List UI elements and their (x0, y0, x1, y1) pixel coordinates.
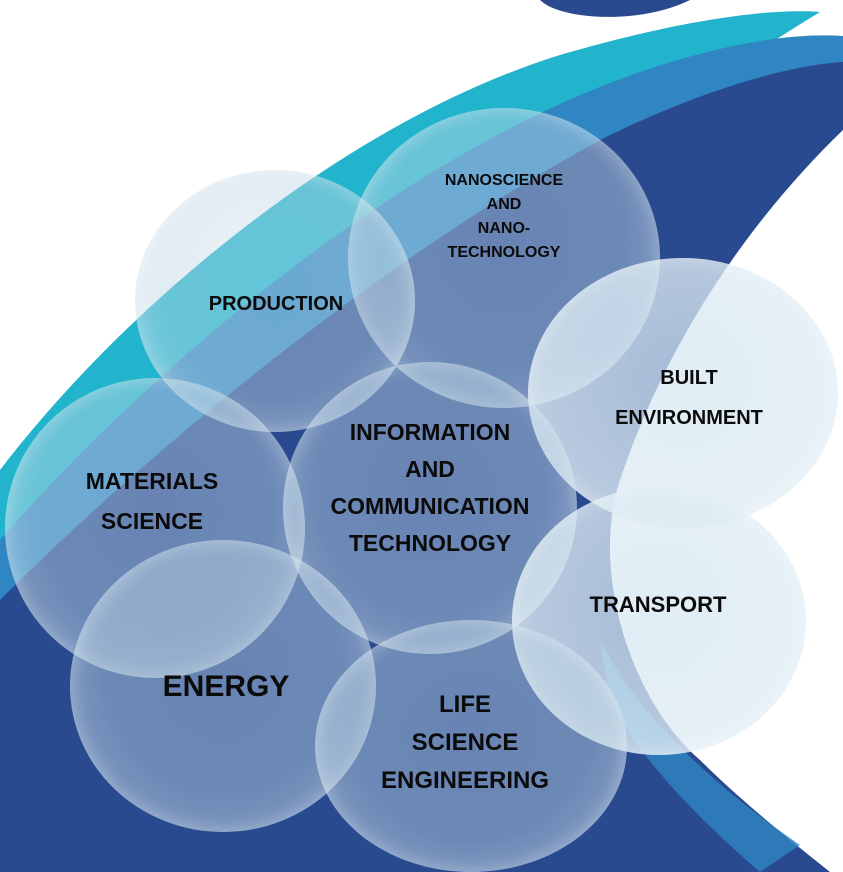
label-energy: ENERGY (126, 668, 326, 706)
label-line: LIFE (439, 691, 491, 718)
label-line: SCIENCE (411, 729, 519, 756)
label-line: COMMUNICATION (330, 493, 530, 519)
label-line: INFORMATION (349, 419, 511, 445)
label-ict: INFORMATION AND COMMUNICATION TECHNOLOGY (298, 414, 562, 562)
top-oval-shape (540, 0, 690, 17)
label-line: TECHNOLOGY (348, 530, 512, 556)
label-built-environment: BUILT ENVIRONMENT (579, 358, 799, 438)
bubble-built-environment (528, 258, 838, 528)
label-materials-science: MATERIALS SCIENCE (52, 461, 252, 541)
label-line: AND (405, 456, 455, 482)
label-line: NANO- (477, 220, 531, 237)
label-nanoscience: NANOSCIENCE AND NANO- TECHNOLOGY (404, 169, 604, 265)
label-line: TRANSPORT (589, 592, 727, 617)
label-line: BUILT (660, 367, 718, 389)
label-life-science: LIFE SCIENCE ENGINEERING (355, 686, 575, 800)
label-production: PRODUCTION (176, 291, 376, 317)
label-line: PRODUCTION (208, 293, 344, 315)
bubble-life-science (315, 620, 627, 872)
label-line: MATERIALS (85, 468, 219, 494)
label-line: TECHNOLOGY (447, 244, 561, 261)
label-line: ENGINEERING (380, 767, 550, 794)
label-line: ENVIRONMENT (615, 407, 763, 429)
label-line: NANOSCIENCE (444, 172, 564, 189)
wave-accent (600, 640, 800, 872)
label-line: AND (486, 196, 522, 213)
label-line: SCIENCE (100, 508, 204, 534)
label-transport: TRANSPORT (558, 590, 758, 620)
label-line: ENERGY (162, 670, 290, 703)
